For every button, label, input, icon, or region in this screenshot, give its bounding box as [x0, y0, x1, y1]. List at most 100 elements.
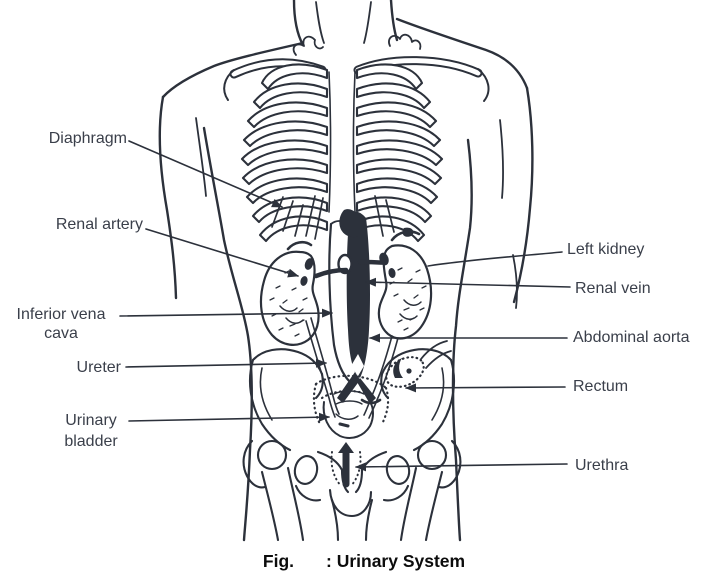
femur-left-shaft — [286, 466, 305, 542]
label-left-kidney: Left kidney — [567, 240, 644, 259]
neck-left-line — [292, 0, 305, 47]
urethra-dotted-left — [330, 451, 342, 487]
ureter-right-line — [310, 317, 340, 415]
abdominal-aorta-drawing — [346, 211, 370, 378]
leader-inferior-vena-cava — [119, 308, 333, 318]
ureter-right-line — [305, 320, 336, 418]
inner-thigh-right — [364, 498, 374, 542]
ischium-right — [382, 484, 410, 502]
right-kidney-outline — [259, 250, 320, 346]
sternum-right-edge — [352, 71, 356, 213]
neck-inner-right-line — [363, 1, 372, 44]
label-renal-vein: Renal vein — [575, 279, 651, 298]
aorta-white-chevron — [351, 354, 364, 376]
rib-right — [355, 215, 426, 243]
rib-left — [258, 215, 329, 243]
rib-right — [355, 139, 444, 167]
right-kidney-stipple — [269, 270, 308, 337]
leader-urinary-bladder — [128, 412, 330, 422]
femur-head-left — [256, 439, 288, 471]
leader-lines — [119, 140, 571, 472]
bladder-dark-mark — [338, 422, 350, 428]
torso-outline — [158, 0, 534, 542]
label-ivc-line1: Inferior vena — [16, 306, 106, 323]
rectum-dot — [406, 368, 412, 374]
right-kidney-drawing — [259, 240, 320, 346]
rib-right — [355, 63, 424, 91]
label-abdominal-aorta: Abdominal aorta — [573, 328, 690, 347]
label-urethra-text: Urethra — [575, 457, 629, 474]
caption-prefix: Fig. — [262, 551, 294, 571]
shoulder-left-line — [161, 41, 305, 99]
diaphragm-stroke — [282, 200, 294, 232]
ilium-right-outer — [412, 358, 456, 452]
first-rib-curl-right — [388, 33, 422, 50]
pubis-left — [316, 450, 350, 494]
leader-left-kidney — [427, 251, 563, 267]
shoulder-right-line — [395, 17, 529, 90]
ilium-right-crest — [380, 348, 453, 376]
rib-left — [240, 139, 329, 167]
figure-caption: Fig.: Urinary System — [0, 551, 728, 572]
sacrum-top — [314, 374, 388, 390]
urethra-dotted-right — [350, 451, 362, 487]
right-kidney-hilum-blob — [304, 258, 314, 270]
femur-head-right — [416, 439, 448, 471]
left-kidney-hilum-blob — [388, 268, 396, 278]
leader-rectum — [405, 383, 566, 393]
rib-right — [355, 82, 432, 110]
label-urinary-bladder-line1: Urinary — [65, 412, 117, 429]
ureters — [305, 317, 399, 419]
diaphragm-drawing — [271, 195, 395, 240]
shoulder-blade-left — [223, 69, 235, 101]
label-urethra: Urethra — [575, 456, 628, 475]
rib-left — [252, 82, 329, 110]
ilium-right-blade-line — [431, 367, 445, 421]
torso-side-right-line — [451, 138, 473, 542]
label-left-kidney-text: Left kidney — [567, 241, 645, 258]
ureter-left-line — [368, 337, 399, 419]
first-rib-curl-left — [292, 35, 324, 56]
rib-left — [245, 177, 329, 205]
right-kidney-hilum-blob — [300, 276, 308, 286]
sigmoid-line — [425, 350, 452, 369]
right-kidney-pyramid-mark — [285, 317, 304, 324]
trochanter-left — [242, 439, 267, 489]
ureter-left-line — [363, 335, 393, 416]
rib-left — [246, 101, 329, 129]
label-diaphragm-text: Diaphragm — [48, 130, 127, 147]
rib-left — [260, 63, 329, 91]
sacrum-left — [312, 382, 322, 426]
pelvis — [242, 348, 462, 542]
rib-left — [242, 120, 329, 148]
trochanter-right — [437, 439, 462, 489]
arm-right-inner-line — [499, 119, 504, 199]
ilium-left-crest — [251, 348, 324, 376]
label-diaphragm: Diaphragm — [27, 129, 127, 148]
torso-side-left-line — [202, 126, 253, 542]
diaphragm-stroke — [305, 195, 316, 237]
leader-ureter — [125, 358, 327, 368]
renal-vessel-left — [313, 267, 349, 279]
ilium-left-blade-line — [259, 367, 273, 421]
urethra-drawing — [330, 442, 362, 488]
femur-right-shaft — [399, 466, 418, 542]
diaphragm-stroke — [294, 204, 304, 237]
rectum-drawing — [385, 340, 452, 388]
left-adrenal-blob — [402, 227, 414, 237]
label-inferior-vena-cava: Inferior vena cava — [0, 305, 122, 343]
right-adrenal-mark — [286, 240, 313, 251]
label-rectum-text: Rectum — [573, 378, 629, 395]
flank-right-line — [512, 254, 518, 309]
label-urinary-bladder-line2: bladder — [64, 433, 118, 450]
diaphragm-stroke — [385, 199, 395, 233]
left-kidney-pyramid-mark — [403, 299, 422, 306]
shoulder-blade-right — [477, 68, 490, 102]
left-kidney-pyramid-mark — [399, 313, 418, 320]
right-kidney-pyramid-mark — [279, 305, 298, 312]
leader-renal-vein — [365, 277, 571, 288]
arm-left-outer-line — [158, 95, 178, 300]
sigmoid-line — [420, 340, 448, 360]
